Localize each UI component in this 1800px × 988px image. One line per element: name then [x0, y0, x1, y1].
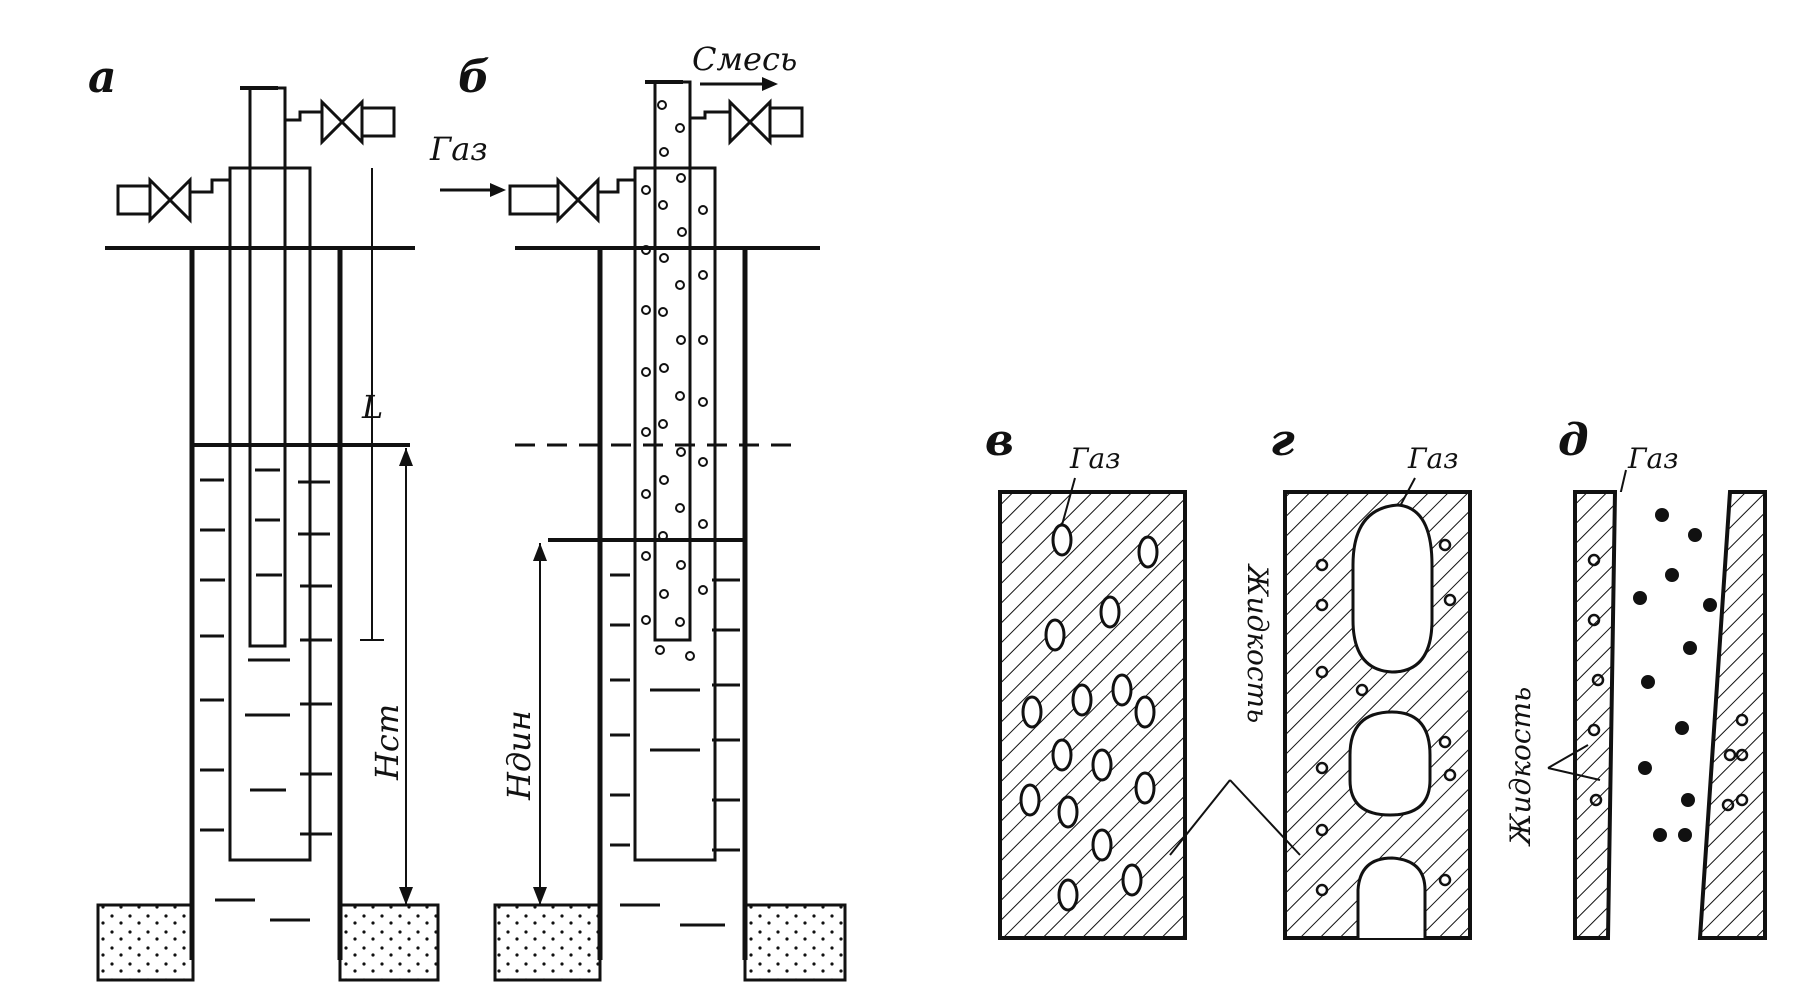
gas-bubbles-tubing — [641, 100, 708, 661]
gas-inlet-arrow — [490, 183, 506, 197]
film-bubbles-d — [1587, 553, 1749, 812]
liquid-droplets — [1633, 508, 1717, 842]
taylor-gas-slugs — [1348, 503, 1434, 938]
panel-label-g: г — [1270, 415, 1295, 466]
lower-side-pipe — [190, 178, 230, 194]
small-bubbles-g — [1315, 538, 1457, 897]
upper-side-pipe — [285, 110, 322, 122]
formation-right-a — [338, 903, 440, 982]
inner-tubing — [653, 80, 692, 642]
inner-tubing — [248, 86, 287, 648]
label-mixture: Смесь — [692, 40, 797, 78]
label-gas-g: Газ — [1407, 442, 1459, 475]
liquid-film-left — [1573, 490, 1618, 940]
panel-b-gas-lift-well: б Смесь Газ — [429, 40, 847, 982]
label-H-st: Hст — [368, 704, 406, 781]
valve-mixture-outlet — [728, 98, 804, 146]
liquid-dashes-b — [610, 573, 740, 927]
label-liquid-d: Жидкость — [1504, 687, 1537, 847]
liquid-dashes-a — [200, 468, 332, 922]
small-gas-bubbles — [1019, 523, 1159, 912]
label-gas-d: Газ — [1627, 442, 1679, 475]
valve-lower-left — [116, 176, 192, 224]
outer-tubing — [633, 166, 717, 862]
mixture-arrow — [762, 77, 778, 91]
formation-left-b — [493, 903, 602, 982]
liquid-label-vg: Жидкость — [1169, 563, 1301, 856]
formation-right-b — [743, 903, 847, 982]
panel-g-slug-flow: г Газ — [1270, 415, 1472, 940]
panel-label-b: б — [458, 52, 490, 103]
label-L: L — [361, 388, 383, 426]
valve-upper-right — [320, 98, 396, 146]
panel-v-bubble-flow: в Газ — [985, 415, 1187, 940]
label-gas-v: Газ — [1069, 442, 1121, 475]
liquid-film-right — [1697, 490, 1767, 940]
panel-label-v: в — [985, 415, 1014, 466]
panel-label-d: д — [1558, 415, 1589, 466]
panel-a-static-well: а — [88, 52, 440, 982]
label-liquid-vg: Жидкость — [1241, 563, 1274, 723]
formation-left-a — [96, 903, 195, 982]
valve-gas-inlet — [508, 176, 600, 224]
panel-d-annular-flow: д Газ Жидкость — [1504, 415, 1767, 940]
label-H-dyn: Hдин — [500, 710, 538, 801]
panel-label-a: а — [88, 52, 117, 103]
label-gas-inlet: Газ — [429, 130, 488, 168]
outer-tubing — [228, 166, 312, 862]
